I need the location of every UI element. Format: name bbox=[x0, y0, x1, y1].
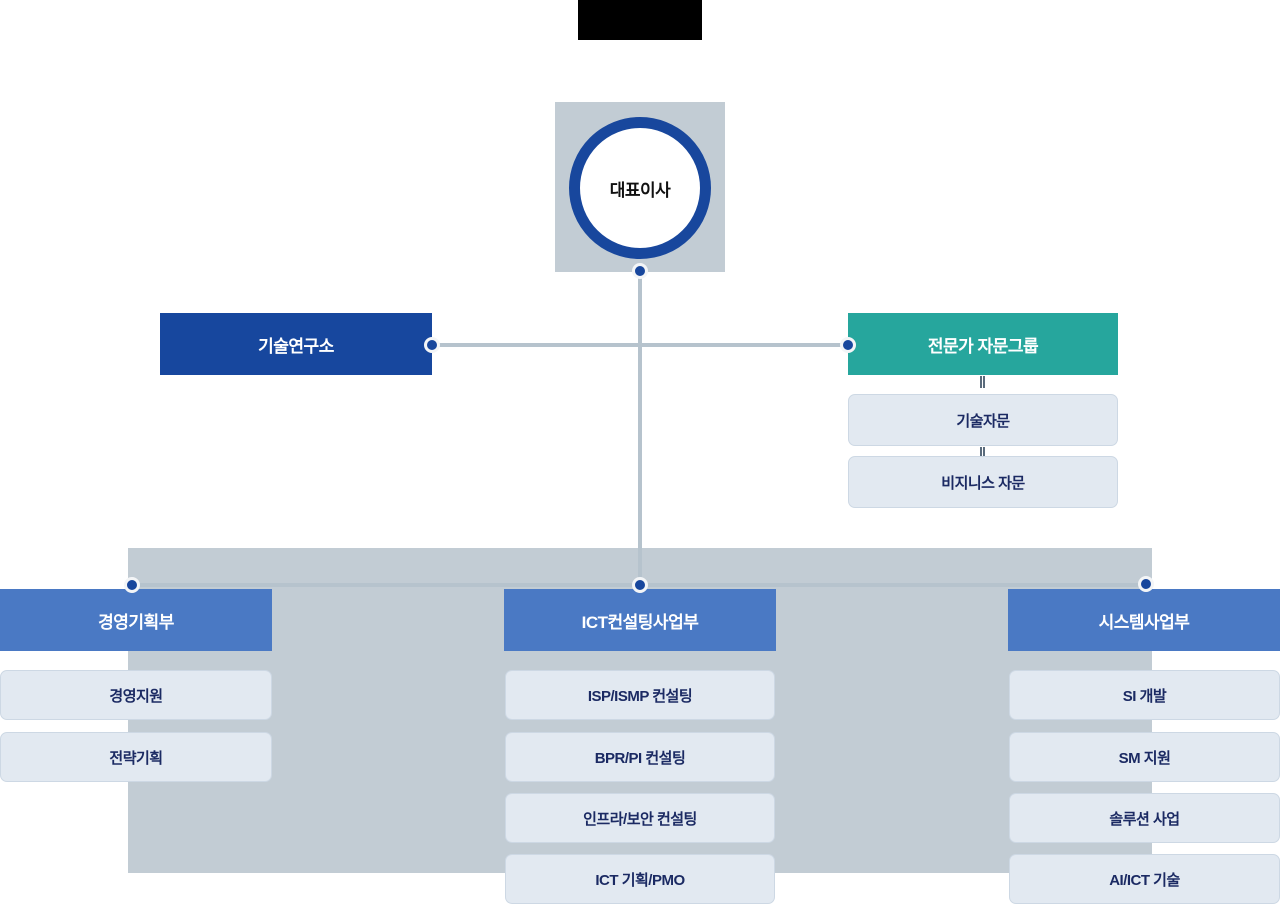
department-2-label: 시스템사업부 bbox=[1098, 612, 1190, 632]
department-1-child-2-label: 인프라/보안 컨설팅 bbox=[583, 810, 697, 828]
advisory-connector-dot bbox=[840, 337, 856, 353]
department-2-child-0-label: SI 개발 bbox=[1122, 687, 1167, 705]
node-department-2[interactable]: 시스템사업부 bbox=[1008, 589, 1280, 651]
advisory-child-0-label: 기술자문 bbox=[956, 412, 1010, 430]
node-department-1-child-1[interactable]: BPR/PI 컨설팅 bbox=[505, 732, 775, 782]
department-2-child-2-label: 솔루션 사업 bbox=[1109, 810, 1180, 828]
node-department-0-child-0[interactable]: 경영지원 bbox=[0, 670, 272, 720]
node-advisory-child-1[interactable]: 비지니스 자문 bbox=[848, 456, 1118, 508]
staff-horizontal-connector bbox=[432, 343, 850, 347]
department-0-child-1-label: 전략기획 bbox=[109, 749, 163, 767]
node-advisory-group[interactable]: 전문가 자문그룹 bbox=[848, 313, 1118, 375]
node-department-2-child-3[interactable]: AI/ICT 기술 bbox=[1009, 854, 1280, 904]
advisory-child-1-label: 비지니스 자문 bbox=[941, 474, 1025, 492]
page-title: 조직도 bbox=[578, 0, 702, 40]
advisory-tick-1 bbox=[980, 376, 985, 388]
research-connector-dot bbox=[424, 337, 440, 353]
department-0-child-0-label: 경영지원 bbox=[109, 687, 163, 705]
department-2-connector-dot bbox=[1138, 576, 1154, 592]
department-0-label: 경영기획부 bbox=[98, 612, 174, 632]
node-department-1[interactable]: ICT컨설팅사업부 bbox=[504, 589, 776, 651]
ceo-connector-dot bbox=[632, 263, 648, 279]
department-2-child-1-label: SM 지원 bbox=[1118, 749, 1171, 767]
node-department-1-child-3[interactable]: ICT 기획/PMO bbox=[505, 854, 775, 904]
node-department-1-child-2[interactable]: 인프라/보안 컨설팅 bbox=[505, 793, 775, 843]
node-department-2-child-1[interactable]: SM 지원 bbox=[1009, 732, 1280, 782]
node-department-0[interactable]: 경영기획부 bbox=[0, 589, 272, 651]
ceo-vertical-connector bbox=[638, 271, 642, 585]
department-1-label: ICT컨설팅사업부 bbox=[581, 612, 699, 632]
node-research-institute[interactable]: 기술연구소 bbox=[160, 313, 432, 375]
advisory-tick-2 bbox=[980, 447, 985, 456]
research-institute-label: 기술연구소 bbox=[258, 336, 334, 356]
ceo-label: 대표이사 bbox=[609, 180, 671, 200]
ceo-node[interactable]: 대표이사 bbox=[569, 117, 711, 259]
department-0-connector-dot bbox=[124, 577, 140, 593]
node-department-2-child-0[interactable]: SI 개발 bbox=[1009, 670, 1280, 720]
department-2-child-3-label: AI/ICT 기술 bbox=[1109, 871, 1180, 889]
advisory-group-label: 전문가 자문그룹 bbox=[927, 336, 1039, 356]
department-1-child-1-label: BPR/PI 컨설팅 bbox=[594, 749, 686, 767]
department-1-child-3-label: ICT 기획/PMO bbox=[595, 871, 685, 889]
node-department-2-child-2[interactable]: 솔루션 사업 bbox=[1009, 793, 1280, 843]
department-1-child-0-label: ISP/ISMP 컨설팅 bbox=[587, 687, 693, 705]
node-advisory-child-0[interactable]: 기술자문 bbox=[848, 394, 1118, 446]
department-1-connector-dot bbox=[632, 577, 648, 593]
node-department-0-child-1[interactable]: 전략기획 bbox=[0, 732, 272, 782]
node-department-1-child-0[interactable]: ISP/ISMP 컨설팅 bbox=[505, 670, 775, 720]
